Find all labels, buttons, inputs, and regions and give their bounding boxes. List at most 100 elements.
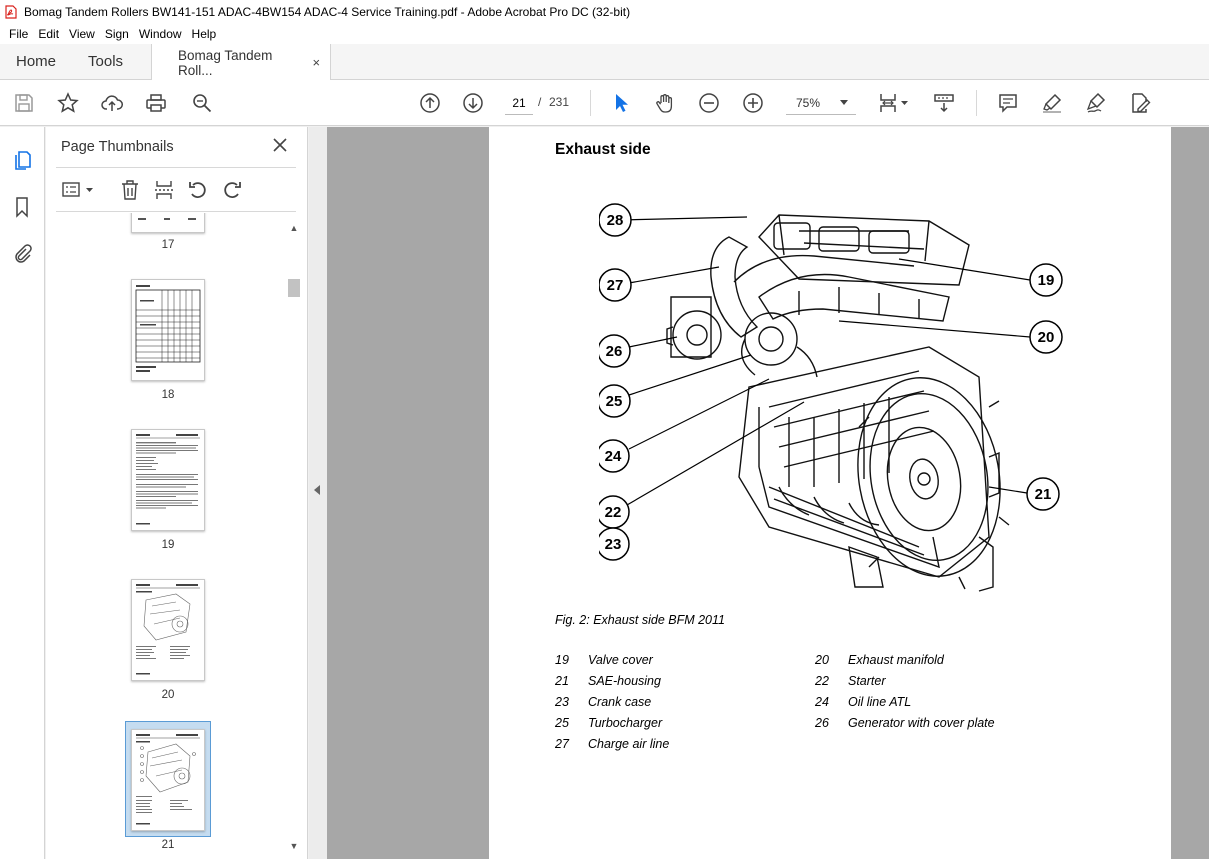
legend-number: 20 [815, 653, 829, 667]
page-heading: Exhaust side [555, 141, 651, 158]
callout-25: 25 [599, 354, 752, 418]
edit-pdf-icon[interactable] [1128, 91, 1152, 115]
legend-number: 24 [815, 695, 829, 709]
legend-label: Oil line ATL [848, 695, 912, 709]
svg-text:23: 23 [605, 536, 622, 553]
bookmarks-icon[interactable] [10, 195, 34, 219]
thumbnail-page-19[interactable] [131, 429, 205, 531]
menu-bar: File Edit View Sign Window Help [0, 24, 1209, 44]
thumbnail-page-20[interactable] [131, 579, 205, 681]
callout-24: 24 [599, 378, 770, 473]
tab-home[interactable]: Home [16, 53, 57, 70]
select-arrow-icon[interactable] [609, 91, 633, 115]
legend-label: Generator with cover plate [848, 716, 995, 730]
toolbar-divider [590, 90, 591, 116]
document-viewport[interactable]: Exhaust side [327, 127, 1209, 859]
rotate-left-icon[interactable] [186, 179, 210, 201]
thumbnail-page-18[interactable] [131, 279, 205, 381]
thumbnail-options-icon[interactable] [60, 179, 98, 201]
menu-window[interactable]: Window [138, 27, 182, 41]
thumbnail-page-21[interactable] [131, 729, 205, 831]
insert-page-icon[interactable] [152, 179, 176, 201]
bookmark-star-icon[interactable] [56, 91, 80, 115]
svg-text:26: 26 [606, 343, 623, 360]
zoom-level-dropdown[interactable]: 75% [786, 91, 856, 115]
upload-cloud-icon[interactable] [100, 91, 124, 115]
scrollbar-thumb[interactable] [288, 279, 300, 297]
thumbnail-page-17[interactable] [131, 213, 205, 233]
svg-text:21: 21 [1035, 486, 1052, 503]
menu-edit[interactable]: Edit [38, 27, 60, 41]
highlight-pen-icon[interactable] [1040, 91, 1064, 115]
engine-drawing [666, 214, 1010, 592]
collapse-panel-arrow-icon[interactable] [314, 485, 320, 495]
rotate-right-icon[interactable] [220, 179, 244, 201]
legend-item-27: 27 Charge air line [555, 737, 669, 751]
scroll-up-arrow-icon[interactable]: ▲ [289, 223, 299, 233]
hand-icon[interactable] [653, 91, 677, 115]
legend-label: Valve cover [588, 653, 653, 667]
print-icon[interactable] [144, 91, 168, 115]
chevron-down-icon [840, 99, 848, 105]
tab-document[interactable]: Bomag Tandem Roll... × [151, 44, 332, 81]
scroll-down-arrow-icon[interactable]: ▼ [289, 841, 299, 851]
callout-28: 28 [599, 203, 748, 237]
page-number-input[interactable] [505, 91, 533, 115]
page-thumbnails-icon[interactable] [10, 147, 34, 171]
zoom-search-icon[interactable] [190, 91, 214, 115]
thumbnail-list[interactable]: 17 18 [46, 213, 308, 859]
sign-icon[interactable] [1084, 91, 1108, 115]
zoom-in-icon[interactable] [741, 91, 765, 115]
svg-text:24: 24 [605, 448, 622, 465]
legend-number: 21 [555, 674, 569, 688]
panel-splitter[interactable] [309, 127, 327, 859]
comment-icon[interactable] [996, 91, 1020, 115]
tab-tools[interactable]: Tools [88, 53, 124, 70]
callout-26: 26 [599, 334, 678, 368]
close-panel-icon[interactable] [272, 137, 288, 153]
legend-number: 23 [555, 695, 569, 709]
panel-divider [56, 211, 296, 212]
total-pages: 231 [549, 95, 570, 109]
pdf-page: Exhaust side [489, 127, 1171, 859]
save-icon[interactable] [12, 91, 36, 115]
legend-number: 25 [555, 716, 569, 730]
thumbnail-label: 19 [161, 539, 175, 551]
legend-item-23: 23 Crank case [555, 695, 651, 709]
legend-number: 22 [815, 674, 829, 688]
menu-help[interactable]: Help [191, 27, 217, 41]
thumbnail-label: 20 [161, 689, 175, 701]
panel-divider [56, 167, 296, 168]
scroll-mode-icon[interactable] [932, 91, 956, 115]
svg-text:25: 25 [606, 393, 623, 410]
menu-file[interactable]: File [9, 27, 29, 41]
legend-number: 27 [555, 737, 569, 751]
callout-23: 23 [599, 527, 630, 561]
svg-text:19: 19 [1038, 272, 1055, 289]
close-tab-icon[interactable]: × [312, 55, 321, 70]
menu-sign[interactable]: Sign [104, 27, 129, 41]
legend-number: 26 [815, 716, 829, 730]
page-up-icon[interactable] [418, 91, 442, 115]
attachments-icon[interactable] [10, 241, 34, 265]
page-down-icon[interactable] [461, 91, 485, 115]
menu-view[interactable]: View [69, 27, 95, 41]
legend-label: Charge air line [588, 737, 670, 751]
zoom-out-icon[interactable] [697, 91, 721, 115]
delete-page-icon[interactable] [118, 179, 142, 201]
thumbnail-label: 18 [161, 389, 175, 401]
navigation-rail [0, 127, 45, 859]
legend-item-24: 24 Oil line ATL [815, 695, 911, 709]
fit-page-icon[interactable] [876, 91, 912, 115]
legend-label: Crank case [588, 695, 652, 709]
thumbnail-scrollbar[interactable]: ▲ ▼ [286, 213, 300, 859]
page-separator: / [538, 95, 542, 109]
legend-item-26: 26 Generator with cover plate [815, 716, 995, 730]
svg-text:22: 22 [605, 504, 622, 521]
tab-document-label: Bomag Tandem Roll... [178, 47, 273, 78]
main-toolbar: / 231 75% [0, 80, 1209, 126]
